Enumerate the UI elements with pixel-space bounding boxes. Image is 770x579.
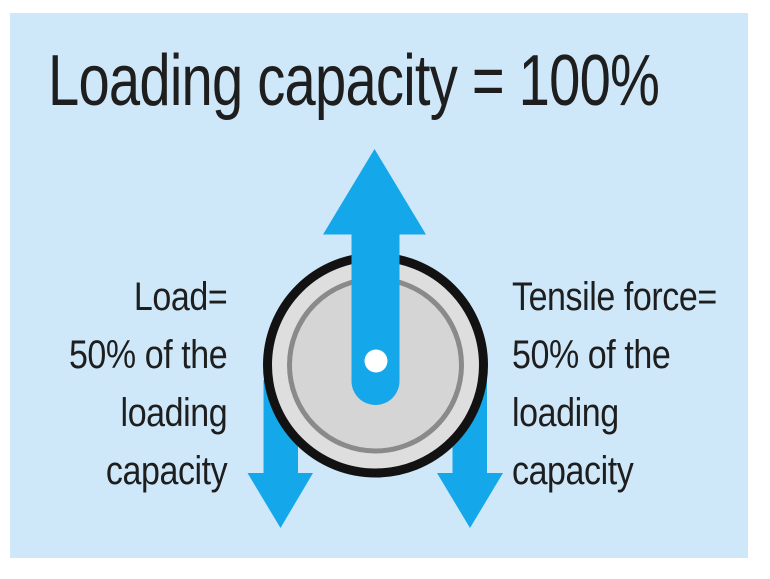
figure-title: Loading capacity = 100% (48, 41, 660, 121)
tensile-force-label-line: capacity (512, 449, 634, 493)
up-arrow-icon (323, 149, 426, 405)
tensile-force-label-line: loading (512, 391, 619, 435)
tensile-force-label: Tensile force= 50% of the loading capaci… (512, 268, 717, 500)
axle-dot (364, 349, 388, 373)
load-label-line: 50% of the (68, 333, 228, 377)
load-label: Load= 50% of the loading capacity (68, 268, 228, 500)
tensile-force-label-line: 50% of the (512, 333, 671, 377)
load-label-line: loading (120, 391, 227, 435)
tensile-force-label-line: Tensile force= (512, 275, 717, 319)
load-label-line: capacity (105, 449, 228, 493)
load-label-line: Load= (133, 275, 228, 319)
